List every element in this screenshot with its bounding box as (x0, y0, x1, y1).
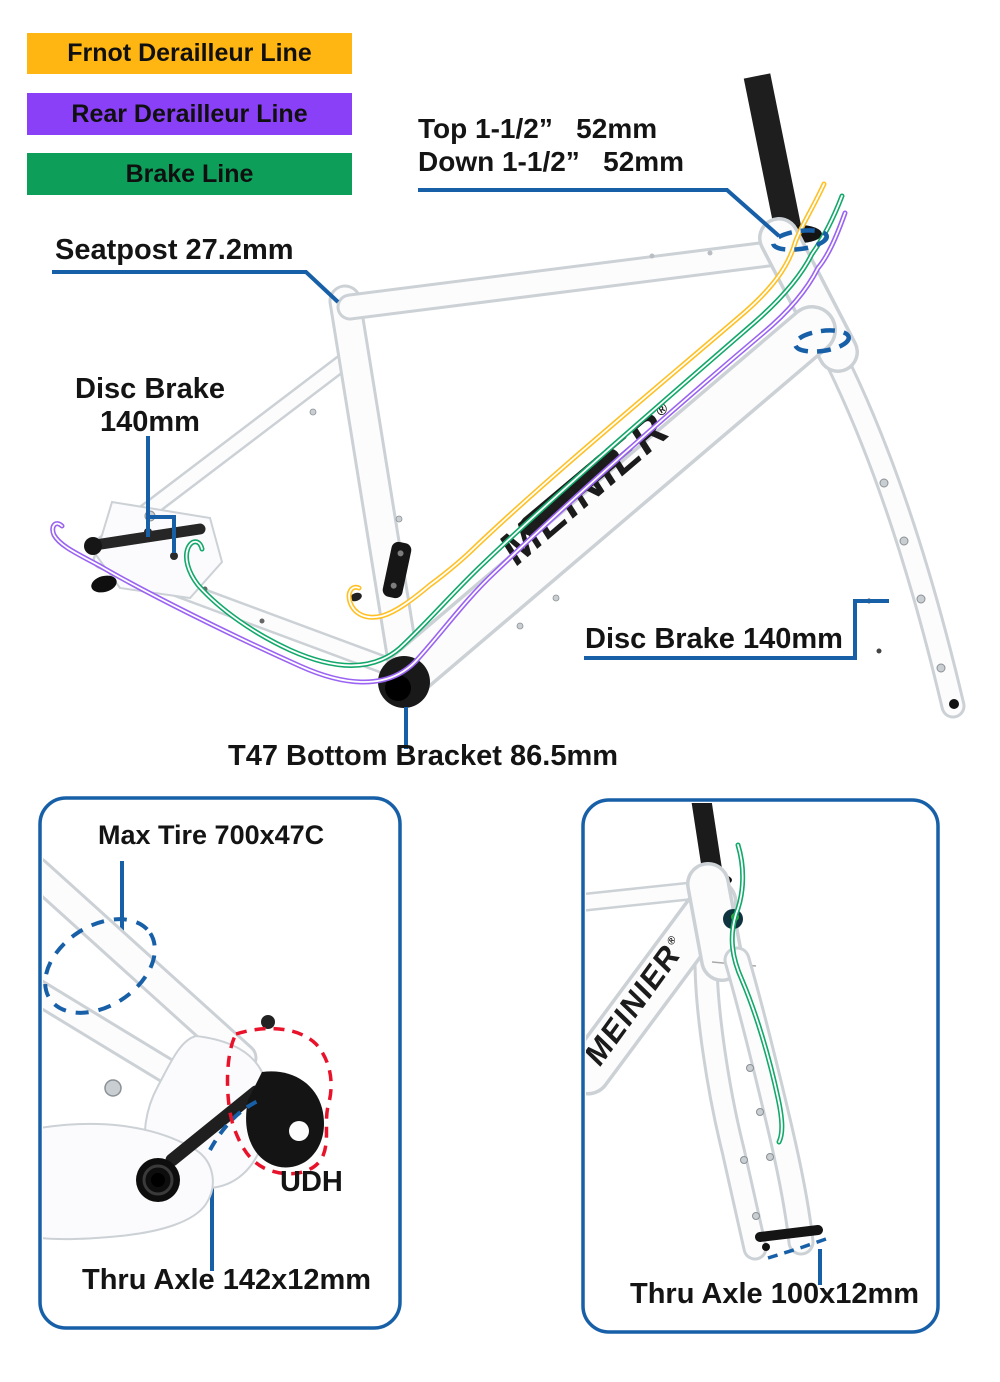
thru-axle-shaft (165, 1085, 263, 1167)
fork-blade (823, 343, 963, 716)
fork-leg-left (696, 950, 765, 1258)
pivot-bolt (104, 1079, 122, 1097)
seat-tube (331, 287, 420, 693)
cable-routing (50, 181, 848, 685)
fork-bolt (916, 594, 926, 604)
downtube-guard (520, 448, 620, 536)
head-tube-detail (689, 865, 741, 979)
top-tube (339, 241, 795, 318)
brake-mount-hole (170, 552, 178, 560)
fork-bolt (879, 478, 889, 488)
axle-path-marker (208, 1098, 261, 1151)
fork-bolt (936, 663, 946, 673)
seatpost-leader (52, 270, 340, 304)
legend-rear-derailleur-line: Rear Derailleur Line (27, 93, 352, 135)
axle-marker (767, 1237, 827, 1260)
main-frame-art: MEINIER® (50, 73, 966, 719)
fork-detail-panel-border (581, 798, 940, 1334)
cable-port (350, 592, 362, 602)
front-thru-axle (755, 1225, 823, 1242)
seat-stay-detail (43, 859, 255, 1071)
fork-detail-art: MEINIER® (579, 803, 827, 1261)
callout-udh: UDH (280, 1166, 343, 1198)
callout-rear-disc-brake: Disc Brake 140mm (75, 373, 225, 438)
callout-front-thru-axle: Thru Axle 100x12mm (630, 1278, 920, 1310)
legend-label: Frnot Derailleur Line (67, 39, 312, 67)
callout-headset-top: Top 1-1/2” 52mm (418, 113, 658, 144)
tire-clearance-marker (43, 917, 157, 1015)
callout-headset: Top 1-1/2” 52mm Down 1-1/2” 52mm (418, 112, 684, 178)
rear-detail-panel-border (38, 796, 402, 1330)
legend-label: Brake Line (125, 159, 254, 188)
headset-bottom-marker (792, 328, 852, 354)
legend-label: Rear Derailleur Line (71, 99, 308, 128)
fork-disc-leader (584, 599, 889, 660)
udh-outline-marker (225, 1026, 333, 1176)
udh-hanger (246, 1071, 325, 1168)
callout-max-tire: Max Tire 700x47C (98, 820, 325, 850)
brand-logo-fork-panel: MEINIER® (579, 928, 692, 1073)
svg-text:MEINIER®: MEINIER® (579, 928, 692, 1073)
derailleur-hanger (91, 575, 117, 593)
fd-mount (382, 541, 412, 599)
callout-fork-disc-brake: Disc Brake 140mm (585, 623, 843, 655)
callout-rear-thru-axle: Thru Axle 142x12mm (82, 1264, 372, 1296)
headset-leader (418, 188, 781, 238)
steerer-tube (743, 73, 803, 237)
down-tube (388, 308, 834, 694)
headset-top-marker (770, 228, 830, 252)
down-tube-detail (586, 882, 734, 1092)
rear-detail-art (43, 856, 333, 1241)
rear-disc-leader (146, 436, 176, 553)
fork-bolt (899, 536, 909, 546)
legend-brake-line: Brake Line (27, 153, 352, 195)
callout-bottom-bracket: T47 Bottom Bracket 86.5mm (228, 740, 619, 772)
top-tube-detail (586, 883, 707, 909)
callout-headset-down: Down 1-1/2” 52mm (418, 146, 685, 177)
callout-seatpost: Seatpost 27.2mm (55, 234, 294, 266)
legend-front-derailleur-line: Frnot Derailleur Line (27, 33, 352, 74)
